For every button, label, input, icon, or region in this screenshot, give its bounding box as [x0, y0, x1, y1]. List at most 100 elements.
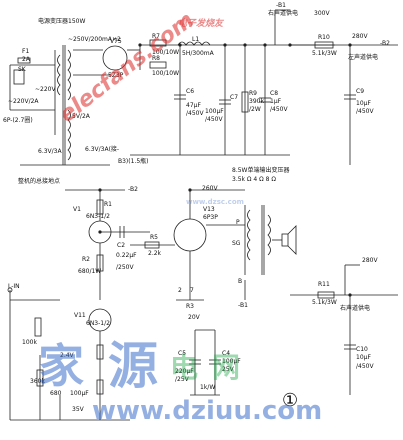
label-mains-sub: 6P-(2.7圈) — [3, 117, 33, 124]
label-r9-w: /2W — [249, 106, 261, 113]
label-out-transformer: 8.5W单端输出变压器 — [232, 167, 290, 174]
label-v75: V75 — [110, 38, 122, 45]
label-r10: R10 — [318, 34, 330, 41]
label-c4: C4 — [222, 350, 231, 357]
label-c7: C7 — [230, 94, 239, 101]
label-v24: 2.4V — [60, 352, 74, 359]
label-c8: C8 — [270, 90, 279, 97]
label-c5-v: /25V — [175, 376, 189, 383]
watermark-elecfans-sub: 电子发烧友 — [178, 19, 224, 29]
label-c5: C5 — [178, 350, 187, 357]
label-primary-v: ~220V — [35, 86, 56, 93]
label-sec-63v-b: 6.3V/3A(接- — [85, 146, 120, 153]
watermark-cn1: 家 — [38, 339, 84, 393]
label-r5-val: 2.2k — [148, 250, 162, 257]
label-c2-val: 0.22μF — [116, 252, 137, 259]
label-right-supply: 右声道供电 — [340, 305, 371, 312]
label-c2: C2 — [117, 242, 126, 249]
label-v300: 300V — [314, 10, 330, 17]
label-v260: 260V — [202, 185, 218, 192]
label-pin2: 2 — [178, 287, 182, 294]
label-c8-val: 1μF — [270, 98, 282, 105]
label-v1: V1 — [73, 206, 81, 213]
watermark-dzsc: www.dzsc.com — [186, 198, 244, 206]
label-sk1: SK — [18, 66, 26, 73]
label-b: B — [238, 278, 243, 285]
label-pin7: 7 — [190, 287, 194, 294]
label-r7b: 1k/W — [200, 384, 216, 391]
label-c9-v: /450V — [356, 108, 374, 115]
label-sec-63v-b2: B3)(1.5瓶) — [118, 158, 149, 165]
figure-number: ① — [282, 390, 299, 411]
label-mains: ~220V/2A — [8, 98, 39, 105]
label-sg: SG — [232, 240, 241, 247]
label-sec-63v-a: 6.3V/3A — [38, 148, 62, 155]
label-c9: C9 — [356, 88, 365, 95]
label-b2-top: -B2 — [380, 40, 390, 47]
label-r11-val: 5.1k/3W — [312, 299, 337, 306]
label-v35: 35V — [72, 406, 84, 413]
label-b2-note: 左声道供电 — [348, 54, 379, 61]
label-r-bot1: 100k — [22, 339, 37, 346]
label-c10: C10 — [356, 346, 368, 353]
label-r2-val: 680/1W — [78, 268, 102, 275]
label-r2: R2 — [82, 256, 90, 263]
watermark-cn2: 源 — [108, 337, 158, 395]
label-v13-type: 6P3P — [203, 214, 218, 221]
label-f1-rating: 2A — [22, 56, 30, 63]
watermark-dziuu: www.dziuu.com — [92, 396, 323, 426]
label-r3: R3 — [186, 303, 194, 310]
label-c4-val: 100μF — [222, 358, 241, 365]
label-lin: L-IN — [8, 283, 20, 290]
label-c-bot: 100μF — [70, 390, 89, 397]
label-b1-note: 右声道供电 — [268, 10, 299, 17]
label-v11-type: 6N3-1/2 — [86, 320, 110, 327]
label-ground-note: 整机的总接地点 — [18, 178, 61, 185]
label-c9-val: 10μF — [356, 100, 371, 107]
label-b2-mid: -B2 — [128, 186, 138, 193]
label-r11: R11 — [318, 281, 330, 288]
label-f1: F1 — [22, 48, 30, 55]
label-v13: V13 — [203, 206, 215, 213]
label-c2-v: /250V — [116, 264, 134, 271]
label-r9-val: 390k — [249, 98, 264, 105]
label-p: P — [236, 219, 240, 226]
label-c6-val: 47μF — [186, 102, 201, 109]
label-c7-val: 100μF — [205, 108, 224, 115]
label-c5-val: 220μF — [175, 368, 194, 375]
label-r8: R8 — [152, 55, 160, 62]
label-c6-v: /450V — [186, 110, 204, 117]
label-l1: L1 — [192, 36, 200, 43]
watermark-cn4: 网 — [212, 351, 241, 384]
label-r-bot3: 680 — [50, 390, 62, 397]
label-v280-top: 280V — [352, 33, 368, 40]
label-r-bot2: 360k — [30, 378, 45, 385]
label-b1-bottom: -B1 — [238, 302, 248, 309]
label-c10-v: /450V — [356, 363, 374, 370]
label-c8-v: /450V — [270, 106, 288, 113]
label-r5: R5 — [150, 234, 158, 241]
label-r7-val: 100/10W — [152, 49, 180, 56]
label-v1-type: 6N3-1/2 — [86, 213, 110, 220]
label-v20: 20V — [188, 314, 200, 321]
label-power-transformer: 电源变压器150W — [38, 18, 86, 25]
label-sec-5v: 5V/2A — [72, 113, 90, 120]
label-b1: -B1 — [276, 2, 286, 9]
label-r7: R7 — [152, 33, 160, 40]
label-c6: C6 — [186, 88, 195, 95]
label-out-taps: 3.5k Ω 4 Ω 8 Ω — [232, 176, 276, 183]
label-r10-val: 5.1k/3W — [312, 50, 337, 57]
label-c10-val: 10μF — [356, 354, 371, 361]
label-rect-tube: 5Z3P — [108, 72, 124, 79]
label-v11: V11 — [74, 312, 86, 319]
label-l1-val: 5H/300mA — [182, 50, 214, 57]
label-c7-v: /450V — [205, 116, 223, 123]
label-r9: R9 — [249, 90, 257, 97]
label-v280-bot: 280V — [362, 257, 378, 264]
label-r8-val: 100/10W — [152, 70, 180, 77]
label-c4-v: 25V — [222, 366, 234, 373]
label-r1: R1 — [104, 201, 112, 208]
label-sec-hv: ~250V/200mA×2 — [68, 36, 121, 43]
